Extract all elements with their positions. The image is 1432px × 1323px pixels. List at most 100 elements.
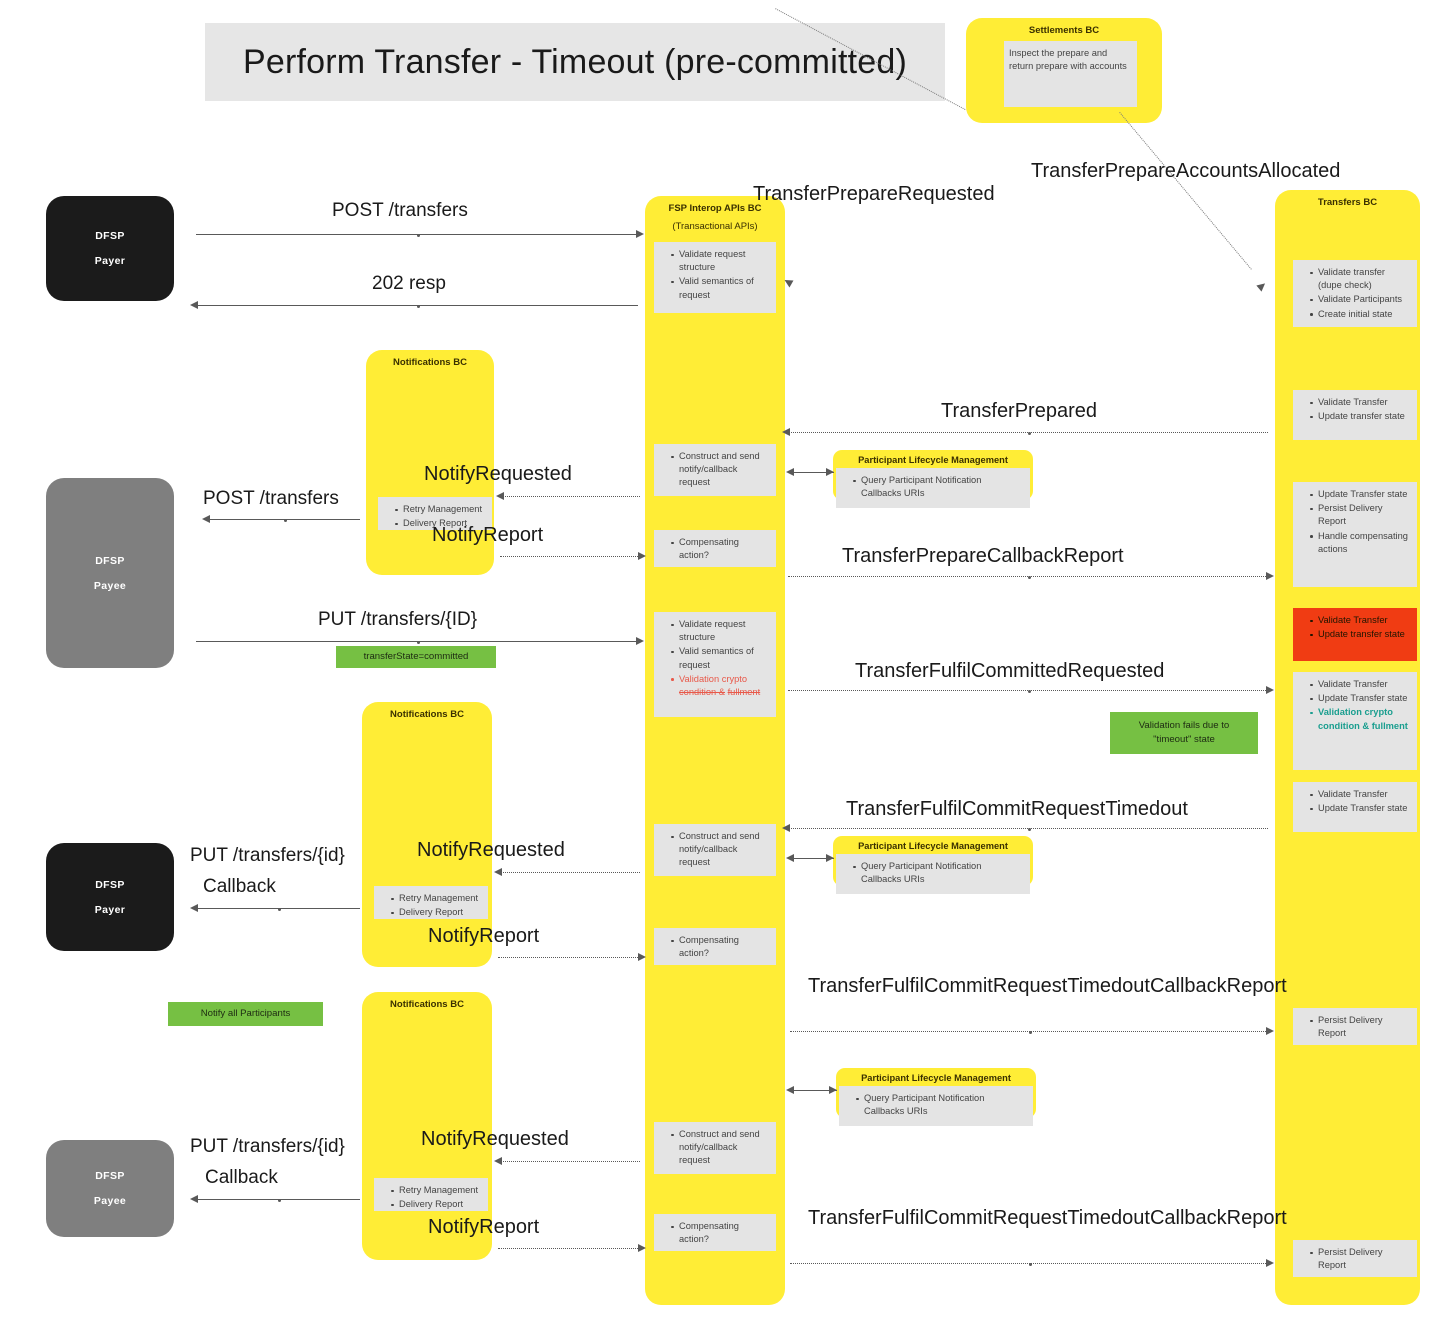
arrowhead-plm-2-right (826, 854, 834, 862)
arrowhead-put-callback-payer (190, 904, 198, 912)
arrow-timedout-callback-report-1 (790, 1030, 1268, 1034)
actor-line1: DFSP (95, 1170, 125, 1182)
arrowhead-timedout-callback-report-2 (1266, 1259, 1274, 1267)
list-item: Compensating action? (671, 1220, 769, 1246)
callout-line2: "timeout" state (1153, 734, 1215, 745)
arrow-put-transfers-id (196, 640, 638, 644)
fsp-note-compensating-2: Compensating action? (654, 928, 776, 965)
list-item: Retry Management (391, 892, 481, 905)
list-item: Validate transfer (dupe check) (1310, 266, 1410, 292)
fsp-note-compensating-3: Compensating action? (654, 1214, 776, 1251)
list-item: Validate Transfer (1310, 788, 1410, 801)
arrow-post-transfers-payer (196, 233, 638, 237)
list-item-crypto-teal: Validation crypto condition & fullment (1310, 706, 1410, 732)
msg-label-transfer-prepared: TransferPrepared (941, 400, 1097, 422)
plm-note-1: Query Participant Notification Callbacks… (836, 468, 1030, 508)
crypto-struck-1: condition & (679, 687, 725, 698)
list-item-crypto-struck: Validation crypto condition & fullment (671, 673, 769, 699)
msg-label-transfer-prepare-requested: TransferPrepareRequested (753, 183, 995, 205)
actor-dfsp-payee-low[interactable]: DFSP Payee (46, 1140, 174, 1237)
arrow-timedout-callback-report-2 (790, 1262, 1268, 1266)
plm-note-3: Query Participant Notification Callbacks… (839, 1086, 1033, 1126)
arrowhead-post-transfers-payee (202, 515, 210, 523)
arrow-notify-requested-3 (498, 1161, 640, 1162)
msg-label-transfer-prepare-callback-report: TransferPrepareCallbackReport (842, 545, 1124, 567)
arrow-notify-report-1 (500, 556, 640, 557)
actor-dfsp-payer-low[interactable]: DFSP Payer (46, 843, 174, 951)
list-item: Persist Delivery Report (1310, 502, 1410, 528)
list-item: Update Transfer state (1310, 802, 1410, 815)
list-item: Validate Participants (1310, 293, 1410, 306)
list-item: Compensating action? (671, 934, 769, 960)
page-title-banner: Perform Transfer - Timeout (pre-committe… (205, 23, 945, 101)
arrowhead-plm-3-left (786, 1086, 794, 1094)
notifications-note-2: Retry Management Delivery Report (374, 886, 488, 919)
arrow-transfer-prepare-callback-report (788, 575, 1268, 579)
lane-fsp-interop-apis-bc: FSP Interop APIs BC (Transactional APIs) (645, 196, 785, 1305)
lane-notifications-bc-1: Notifications BC (366, 350, 494, 575)
arrowhead-notify-requested-3 (494, 1157, 502, 1165)
list-item: Query Participant Notification Callbacks… (856, 1092, 1026, 1118)
notifications-bc-title-3: Notifications BC (390, 999, 464, 1010)
transfers-note-validate-crypto: Validate Transfer Update Transfer state … (1293, 672, 1417, 770)
plm-note-2: Query Participant Notification Callbacks… (836, 854, 1030, 894)
list-item: Persist Delivery Report (1310, 1246, 1410, 1272)
connector-settlements-to-transfers (1119, 112, 1252, 270)
msg-label-notify-requested-1: NotifyRequested (424, 463, 572, 485)
list-item: Update transfer state (1310, 410, 1410, 423)
list-item: Construct and send notify/callback reque… (671, 1128, 769, 1168)
msg-label-put-callback-payer-l1: PUT /transfers/{id} (190, 845, 345, 866)
plm-title-1: Participant Lifecycle Management (858, 455, 1008, 465)
list-item: Delivery Report (391, 906, 481, 919)
list-item: Validate Transfer (1310, 614, 1410, 627)
msg-label-timedout-callback-report-2: TransferFulfilCommitRequestTimedoutCallb… (808, 1207, 1287, 1229)
transfers-bc-title: Transfers BC (1317, 197, 1378, 208)
arrowhead-put-transfers-id (636, 637, 644, 645)
actor-line1: DFSP (95, 230, 125, 242)
list-item: Retry Management (391, 1184, 481, 1197)
arrowhead-transfer-fulfil-commit-request-timedout (782, 824, 790, 832)
arrow-transfer-prepared (788, 431, 1268, 435)
fsp-note-construct-notify-1: Construct and send notify/callback reque… (654, 444, 776, 496)
arrowhead-notify-report-2 (638, 953, 646, 961)
arrowhead-transfer-prepared (782, 428, 790, 436)
msg-label-timedout-callback-report-1: TransferFulfilCommitRequestTimedoutCallb… (808, 975, 1287, 997)
callout-transfer-state-committed: transferState=committed (336, 646, 496, 668)
msg-label-put-callback-payer-l2: Callback (203, 876, 276, 897)
plm-box-3: Participant Lifecycle Management Query P… (836, 1068, 1036, 1126)
list-item: Query Participant Notification Callbacks… (853, 474, 1023, 500)
list-item: Validate request structure (671, 618, 769, 644)
actor-dfsp-payee-mid[interactable]: DFSP Payee (46, 478, 174, 668)
msg-label-notify-requested-2: NotifyRequested (417, 839, 565, 861)
arrow-post-transfers-payee (208, 518, 360, 522)
arrow-put-callback-payer (196, 907, 360, 911)
fsp-note-validate-request: Validate request structure Valid semanti… (654, 242, 776, 313)
transfers-note-persist-delivery-2: Persist Delivery Report (1293, 1240, 1417, 1277)
callout-text: Notify all Participants (200, 1008, 291, 1019)
list-item: Delivery Report (391, 1198, 481, 1211)
transfers-note-validate-dupe: Validate transfer (dupe check) Validate … (1293, 260, 1417, 327)
list-item: Validate Transfer (1310, 678, 1410, 691)
arrowhead-notify-report-3 (638, 1244, 646, 1252)
crypto-struck-2: fullment (727, 687, 761, 698)
settlements-bc-note-text: Inspect the prepare and return prepare w… (1009, 48, 1127, 72)
lane-settlements-bc: Settlements BC Inspect the prepare and r… (966, 18, 1162, 123)
lane-notifications-bc-3: Notifications BC (362, 992, 492, 1260)
arrow-plm-3 (790, 1090, 837, 1091)
notifications-bc-title-1: Notifications BC (393, 357, 467, 368)
transfers-note-validate-update-1: Validate Transfer Update transfer state (1293, 390, 1417, 440)
msg-label-post-transfers-payer: POST /transfers (332, 200, 468, 221)
actor-line2: Payee (93, 579, 127, 592)
arrowhead-notify-requested-1 (496, 492, 504, 500)
actor-line1: DFSP (95, 878, 125, 891)
msg-label-transfer-fulfil-commit-request-timedout: TransferFulfilCommitRequestTimedout (846, 798, 1188, 820)
arrowhead-plm-2-left (786, 854, 794, 862)
arrow-plm-2 (790, 858, 834, 859)
list-item: Construct and send notify/callback reque… (671, 830, 769, 870)
callout-line1: Validation fails due to (1138, 720, 1230, 731)
arrow-notify-report-2 (498, 957, 640, 958)
settlements-bc-note: Inspect the prepare and return prepare w… (1004, 41, 1137, 107)
lane-notifications-bc-2: Notifications BC (362, 702, 492, 967)
list-item: Handle compensating actions (1310, 530, 1410, 556)
actor-dfsp-payer-top[interactable]: DFSP Payer (46, 196, 174, 301)
